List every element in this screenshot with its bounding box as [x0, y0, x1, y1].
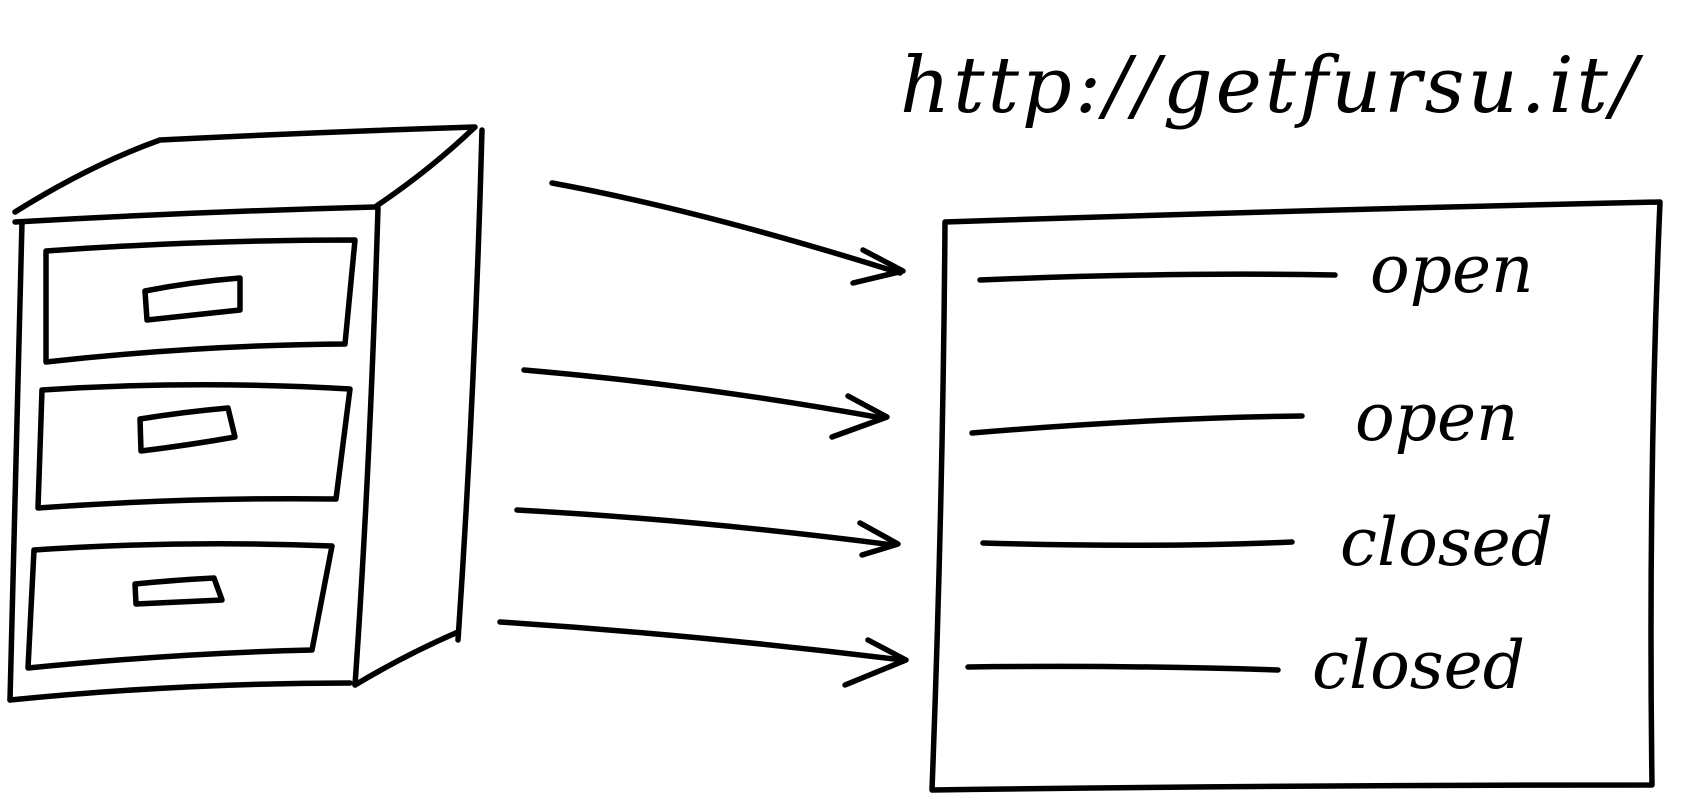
list-panel: open open closed closed	[929, 199, 1663, 793]
status-label: open	[1355, 379, 1519, 456]
arrow-right-icon	[521, 367, 890, 440]
list-row-line	[965, 663, 1281, 673]
list-row-line	[977, 271, 1338, 283]
filing-cabinet-icon	[7, 124, 485, 703]
status-label: open	[1370, 231, 1534, 308]
arrow-right-icon	[549, 180, 906, 286]
url-label: http://getfursu.it/	[900, 41, 1644, 131]
status-label: closed	[1340, 504, 1553, 581]
status-label: closed	[1312, 627, 1525, 704]
arrow-right-icon	[514, 507, 901, 558]
arrow-right-icon	[497, 619, 909, 688]
list-row-line	[969, 413, 1305, 436]
list-row-line	[980, 539, 1295, 549]
